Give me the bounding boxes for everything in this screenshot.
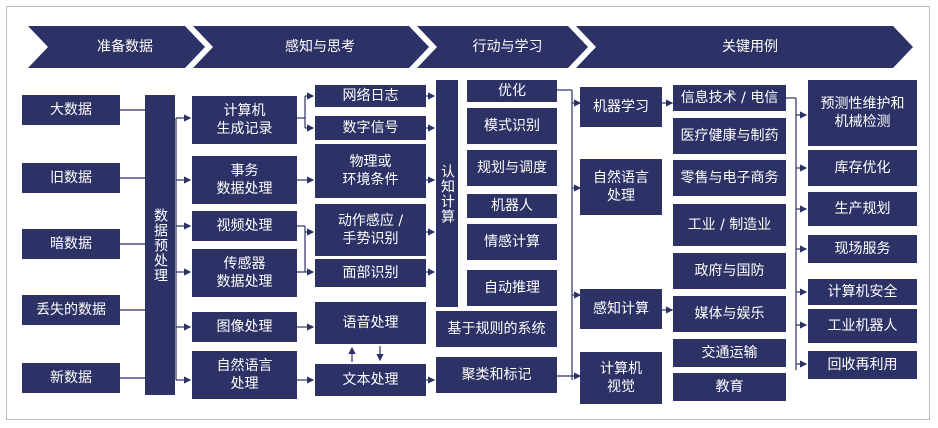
- method-robotics: 机器人: [467, 194, 557, 218]
- signal-voice-processing: 语音处理: [315, 302, 426, 344]
- processing-image: 图像处理: [192, 312, 297, 342]
- signal-physical-environment: 物理或 环境条件: [315, 144, 426, 198]
- stage-chevron-perceive: [193, 26, 429, 68]
- signal-text-processing: 文本处理: [315, 364, 426, 396]
- source-lost-data: 丢失的数据: [22, 295, 120, 325]
- learning-perceptual-computing: 感知计算: [580, 289, 662, 329]
- industry-media-entertainment: 媒体与娱乐: [673, 296, 786, 332]
- stage-label-act: 行动与学习: [472, 39, 543, 55]
- usecase-production-planning: 生产规划: [808, 192, 917, 226]
- method-pattern-recognition: 模式识别: [467, 108, 557, 144]
- learning-machine-learning: 机器学习: [580, 87, 662, 127]
- industry-retail-ecommerce: 零售与电子商务: [673, 160, 786, 196]
- stage-label-perceive: 感知与思考: [285, 39, 355, 55]
- preprocessing-bar: 数据预处理: [145, 95, 175, 395]
- stage-label-usecases: 关键用例: [722, 39, 778, 55]
- source-big-data: 大数据: [22, 95, 120, 125]
- processing-nlp: 自然语言 处理: [192, 351, 297, 399]
- stage-chevron-prepare: [28, 26, 205, 68]
- signal-web-logs: 网络日志: [315, 85, 426, 107]
- stage-header: [28, 26, 913, 68]
- processing-video: 视频处理: [192, 211, 297, 241]
- source-legacy-data: 旧数据: [22, 163, 120, 193]
- signal-face-recognition: 面部识别: [315, 259, 426, 287]
- signal-digital: 数字信号: [315, 116, 426, 140]
- industry-transportation: 交通运输: [673, 339, 786, 367]
- learning-computer-vision: 计算机 视觉: [580, 352, 662, 404]
- stage-chevron-usecases: [576, 26, 913, 68]
- stage-label-prepare: 准备数据: [97, 39, 153, 55]
- industry-healthcare-pharma: 医疗健康与制药: [673, 118, 786, 154]
- usecase-computer-security: 计算机安全: [808, 279, 917, 305]
- method-automated-reasoning: 自动推理: [467, 270, 557, 306]
- industry-education: 教育: [673, 373, 786, 401]
- system-clustering-labeling: 聚类和标记: [436, 357, 557, 393]
- learning-nlp: 自然语言 处理: [580, 159, 662, 215]
- usecase-predictive-maintenance: 预测性维护和 机械检测: [808, 80, 917, 146]
- industry-manufacturing: 工业 / 制造业: [673, 204, 786, 246]
- diagram-frame: [6, 6, 930, 420]
- usecase-industrial-robots: 工业机器人: [808, 309, 917, 343]
- usecase-recycling: 回收再利用: [808, 351, 917, 379]
- system-rule-based: 基于规则的系统: [436, 311, 557, 347]
- usecase-field-service: 现场服务: [808, 235, 917, 263]
- source-dark-data: 暗数据: [22, 229, 120, 259]
- source-new-data: 新数据: [22, 363, 120, 393]
- processing-transactions: 事务 数据处理: [192, 156, 297, 204]
- processing-sensor: 传感器 数据处理: [192, 249, 297, 297]
- method-affective-computing: 情感计算: [467, 224, 557, 260]
- processing-computer-records: 计算机 生成记录: [192, 96, 297, 144]
- signal-motion-gesture: 动作感应 / 手势识别: [315, 204, 426, 256]
- method-planning-scheduling: 规划与调度: [467, 150, 557, 186]
- method-optimization: 优化: [467, 80, 557, 102]
- stage-chevron-act: [417, 26, 588, 68]
- cognitive-computing-bar: 认知计算: [436, 80, 458, 307]
- industry-government-defense: 政府与国防: [673, 253, 786, 289]
- usecase-inventory-optimization: 库存优化: [808, 150, 917, 186]
- industry-it-telecom: 信息技术 / 电信: [673, 85, 786, 111]
